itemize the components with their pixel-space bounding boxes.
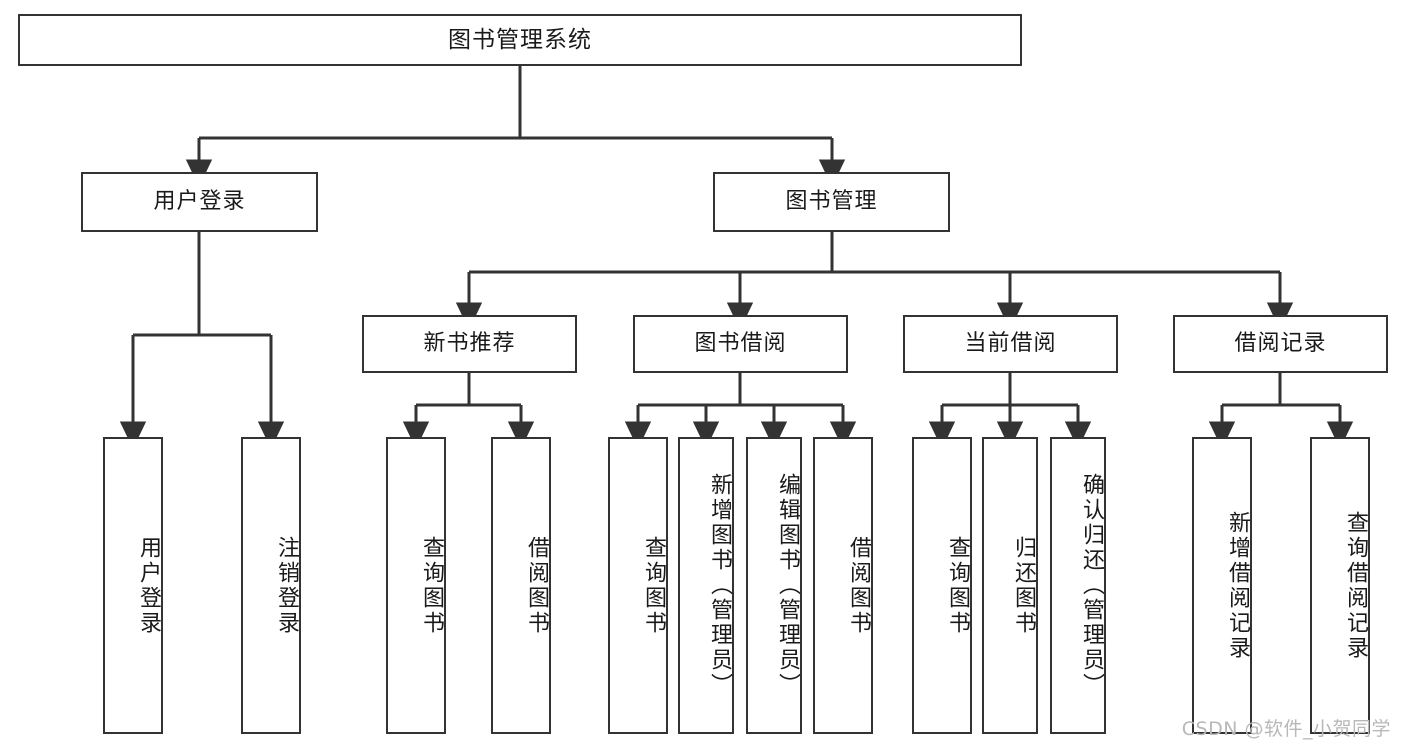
leaf-book-borrow-query-book[interactable]: 查询图书 [608,437,668,734]
node-book-borrow[interactable]: 图书借阅 [633,315,848,373]
node-root-book-management-system[interactable]: 图书管理系统 [18,14,1022,66]
leaf-user-login-signin[interactable]: 用户登录 [103,437,163,734]
watermark-text: CSDN @软件_小贺同学 [1181,718,1391,740]
leaf-current-borrow-return-book[interactable]: 归还图书 [982,437,1038,734]
leaf-current-borrow-confirm-return-admin[interactable]: 确认归还（管理员） [1050,437,1106,734]
node-current-borrow[interactable]: 当前借阅 [903,315,1118,373]
leaf-book-borrow-add-book-admin[interactable]: 新增图书（管理员） [678,437,734,734]
leaf-book-borrow-edit-book-admin[interactable]: 编辑图书（管理员） [746,437,802,734]
leaf-user-login-signout[interactable]: 注销登录 [241,437,301,734]
node-book-management[interactable]: 图书管理 [713,172,950,232]
leaf-borrow-record-query-record[interactable]: 查询借阅记录 [1310,437,1370,734]
leaf-current-borrow-query-book[interactable]: 查询图书 [912,437,972,734]
node-new-book-recommend[interactable]: 新书推荐 [362,315,577,373]
leaf-borrow-record-add-record[interactable]: 新增借阅记录 [1192,437,1252,734]
node-user-login[interactable]: 用户登录 [81,172,318,232]
leaf-book-borrow-borrow-book[interactable]: 借阅图书 [813,437,873,734]
node-borrow-record[interactable]: 借阅记录 [1173,315,1388,373]
leaf-new-book-borrow-book[interactable]: 借阅图书 [491,437,551,734]
leaf-new-book-query-book[interactable]: 查询图书 [386,437,446,734]
